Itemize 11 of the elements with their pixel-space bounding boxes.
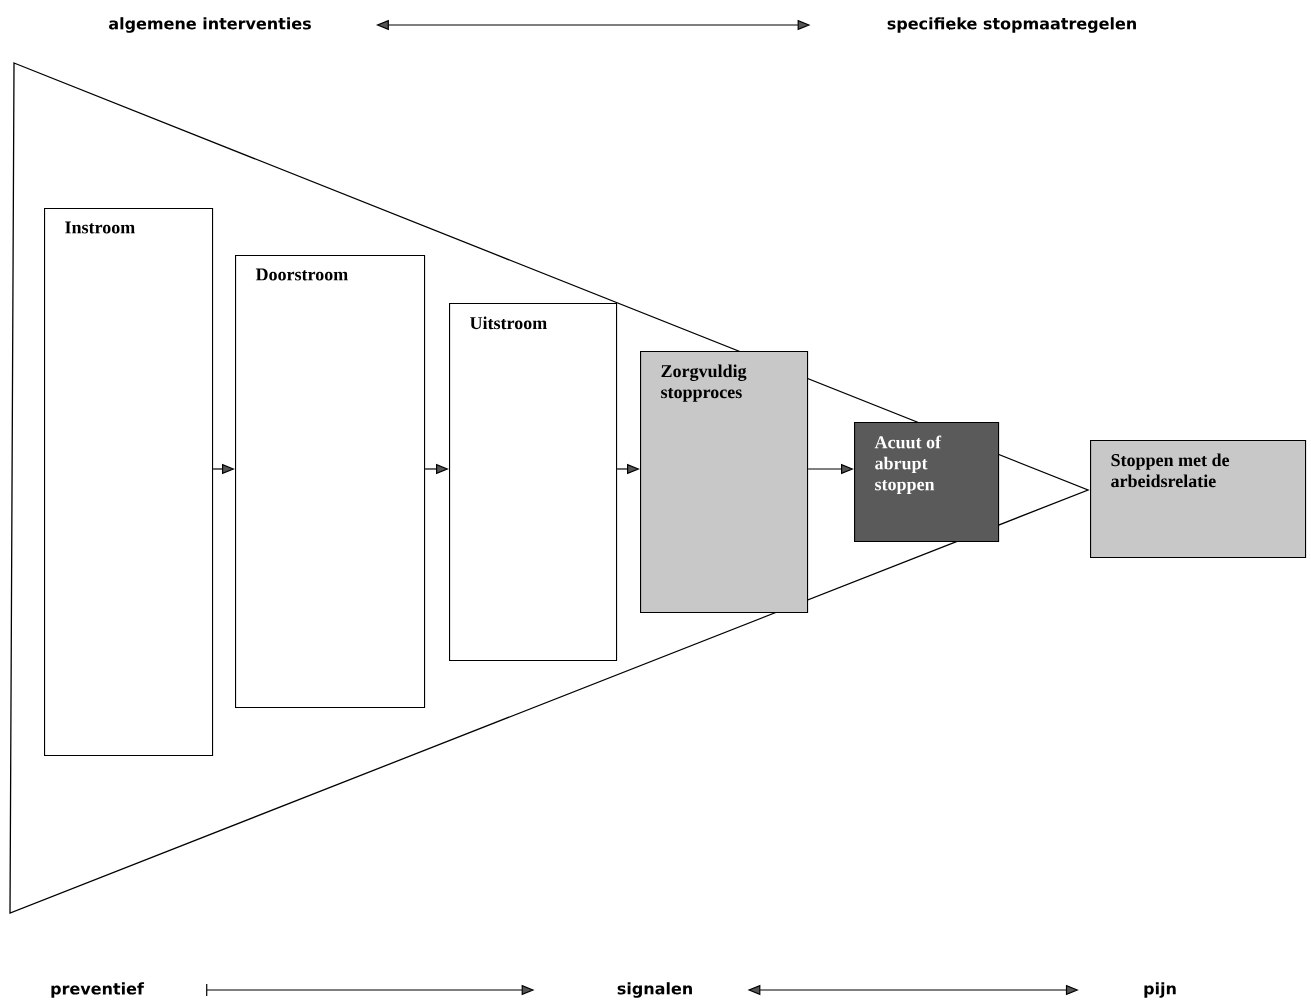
stage-box: Instroom bbox=[44, 208, 214, 757]
heading-text: signalen bbox=[617, 982, 692, 998]
stage-box: Zorgvuldig stopproces bbox=[640, 351, 809, 614]
heading-text: pijn bbox=[1144, 982, 1176, 998]
stage-box: Acuut of abrupt stoppen bbox=[854, 421, 1000, 543]
stage-box: Uitstroom bbox=[449, 302, 618, 662]
heading-text: specifieke stopmaatregelen bbox=[887, 17, 1136, 33]
end-box: Stoppen met de arbeidsrelatie bbox=[1090, 439, 1307, 559]
heading-text: algemene interventies bbox=[109, 17, 311, 33]
stage-box: Doorstroom bbox=[235, 255, 426, 709]
heading-text: preventief bbox=[51, 982, 145, 998]
